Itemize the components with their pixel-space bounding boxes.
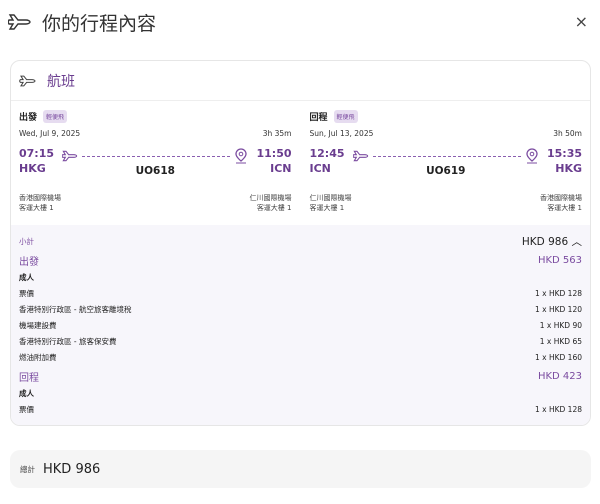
fee-amount: 1 x HKD 160	[534, 352, 582, 362]
departure-terminal: 客運大樓 1	[19, 204, 54, 212]
fee-name: 機場建設費	[19, 320, 57, 330]
arrival-time: 15:35	[546, 147, 582, 160]
arrival-time: 11:50	[256, 147, 292, 160]
departure-time: 07:15	[19, 147, 55, 160]
leg-duration: 3h 35m	[262, 129, 292, 138]
departure-time: 12:45	[309, 147, 345, 160]
leg-duration: 3h 50m	[553, 129, 582, 138]
fee-amount: 1 x HKD 128	[534, 288, 582, 298]
fee-name: 燃油附加費	[19, 352, 57, 362]
fee-name: 票價	[19, 404, 34, 414]
route-line	[372, 155, 521, 157]
plane-icon	[62, 150, 78, 162]
price-line: 香港特別行政區 - 旅客保安費 1 x HKD 65	[19, 333, 582, 349]
departure-code: HKG	[19, 162, 46, 175]
plane-icon	[8, 14, 31, 30]
fare-badge: 輕便飛	[43, 109, 68, 123]
passenger-type: 成人	[19, 272, 34, 282]
fee-amount: 1 x HKD 128	[534, 404, 582, 414]
arrival-terminal: 客運大樓 1	[256, 204, 292, 212]
leg-label: 出發	[19, 112, 38, 123]
total-bar: 總計 HKD 986	[10, 450, 591, 488]
subtotal-toggle[interactable]: 小計 HKD 986 ︿	[19, 233, 582, 249]
section-label: 回程	[19, 372, 39, 384]
departure-airport: 香港國際機場	[19, 194, 61, 202]
departure-code: ICN	[309, 162, 331, 175]
fee-amount: 1 x HKD 90	[539, 320, 582, 330]
fee-name: 票價	[19, 288, 34, 298]
flight-number: UO619	[426, 165, 466, 177]
dialog-title: 你的行程內容	[42, 12, 157, 35]
price-line: 票價 1 x HKD 128	[19, 401, 582, 417]
arrival-terminal: 客運大樓 1	[547, 204, 582, 212]
card-title: 航班	[47, 73, 75, 90]
price-line: 機場建設費 1 x HKD 90	[19, 317, 582, 333]
plane-icon	[352, 150, 368, 162]
arrival-code: ICN	[270, 162, 292, 175]
location-pin-icon	[526, 148, 538, 164]
route-line	[82, 155, 231, 157]
arrival-code: HKG	[555, 162, 582, 175]
total-value: HKD 986	[43, 461, 101, 477]
leg-date: Wed, Jul 9, 2025	[19, 129, 81, 138]
passenger-type: 成人	[19, 388, 34, 398]
leg-date: Sun, Jul 13, 2025	[309, 129, 374, 138]
card-header: 航班	[11, 61, 590, 101]
fare-badge: 輕便飛	[333, 109, 358, 123]
fee-amount: 1 x HKD 65	[539, 336, 582, 346]
section-label: 出發	[19, 256, 39, 268]
subtotal-value: HKD 986	[521, 235, 569, 248]
fee-name: 香港特別行政區 - 航空旅客離境稅	[19, 304, 132, 314]
location-pin-icon	[235, 148, 248, 164]
price-line: 香港特別行政區 - 航空旅客離境稅 1 x HKD 120	[19, 301, 582, 317]
flight-number: UO618	[135, 165, 175, 177]
arrival-airport: 仁川國際機場	[249, 194, 292, 202]
price-section: 回程 HKD 423	[19, 367, 582, 385]
fee-name: 香港特別行政區 - 旅客保安費	[19, 336, 117, 346]
arrival-airport: 香港國際機場	[540, 194, 582, 202]
departure-terminal: 客運大樓 1	[309, 204, 345, 212]
price-line: 燃油附加費 1 x HKD 160	[19, 349, 582, 365]
section-total: HKD 423	[537, 370, 582, 382]
departure-airport: 仁川國際機場	[309, 194, 352, 202]
price-section: 出發 HKD 563	[19, 251, 582, 269]
close-button[interactable]: ×	[574, 12, 588, 31]
total-label: 總計	[20, 464, 35, 474]
plane-icon	[19, 75, 36, 86]
fee-amount: 1 x HKD 120	[534, 304, 582, 314]
section-total: HKD 563	[537, 254, 582, 266]
subtotal-label: 小計	[19, 236, 34, 246]
dialog-header: 你的行程內容 ×	[8, 8, 592, 36]
leg-label: 回程	[309, 112, 328, 123]
price-line: 票價 1 x HKD 128	[19, 285, 582, 301]
chevron-up-icon: ︿	[571, 235, 583, 248]
